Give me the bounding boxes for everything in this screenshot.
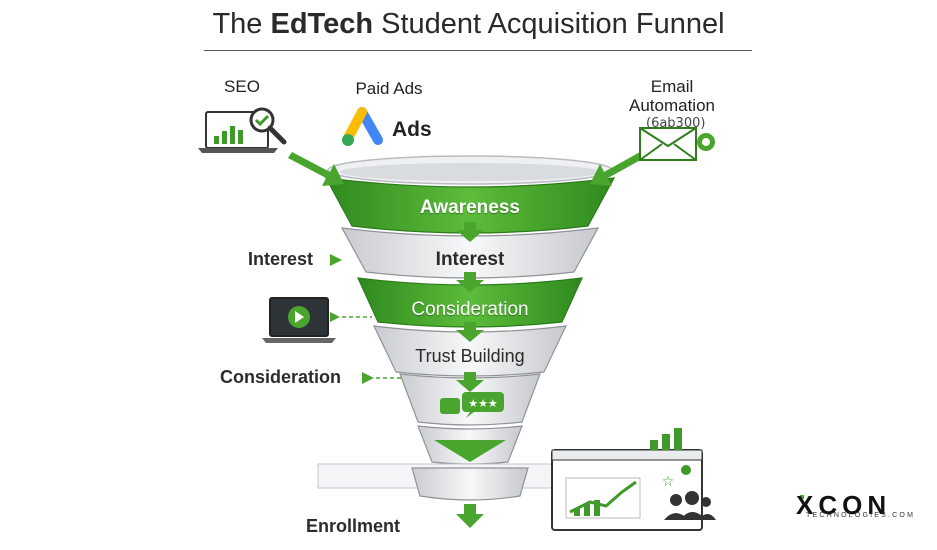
funnel-base — [317, 463, 555, 501]
side-label-consideration: Consideration — [220, 367, 342, 387]
seo-laptop-icon — [198, 107, 287, 153]
analytics-dashboard-icon: ☆ — [551, 428, 716, 531]
source-arrows — [288, 152, 644, 186]
side-pointers — [330, 254, 402, 384]
enrollment-label: Enrollment — [306, 516, 401, 536]
email-automation-label: Email Automation — [612, 77, 732, 115]
title-divider — [204, 50, 752, 51]
xcon-logo-subtitle: TECHNOLOGIES.COM — [806, 512, 916, 519]
email-code-label: (6ab300) — [646, 116, 706, 131]
awareness-band — [324, 177, 616, 234]
stage-interest-label: Interest — [435, 249, 505, 270]
consideration-band — [357, 277, 583, 328]
trust-band — [372, 325, 568, 377]
seo-label: SEO — [224, 77, 260, 96]
stage-consideration-label: Consideration — [411, 299, 529, 320]
email-envelope-icon — [639, 127, 715, 161]
paid-ads-label: Paid Ads — [355, 79, 423, 98]
stage-awareness-label: Awareness — [420, 197, 520, 218]
side-label-interest: Interest — [248, 249, 314, 269]
email-label-line2: Automation — [629, 96, 715, 115]
svg-text:☆: ☆ — [662, 473, 675, 489]
google-ads-icon — [342, 107, 383, 146]
svg-text:★★★: ★★★ — [468, 398, 498, 410]
xcon-logo: XCON — [796, 490, 892, 520]
funnel-rim — [327, 155, 613, 185]
stage-arrows — [456, 222, 484, 528]
page-title: The EdTech Student Acquisition Funnel — [212, 8, 725, 40]
xcon-logo-icon — [800, 495, 804, 499]
ads-logo-text: Ads — [392, 118, 432, 141]
interest-band — [340, 227, 600, 279]
review-bubbles-icon: ★★★ — [440, 392, 504, 418]
video-laptop-icon — [262, 297, 336, 343]
stage-trust-label: Trust Building — [415, 346, 525, 366]
email-label-line1: Email — [650, 77, 694, 96]
